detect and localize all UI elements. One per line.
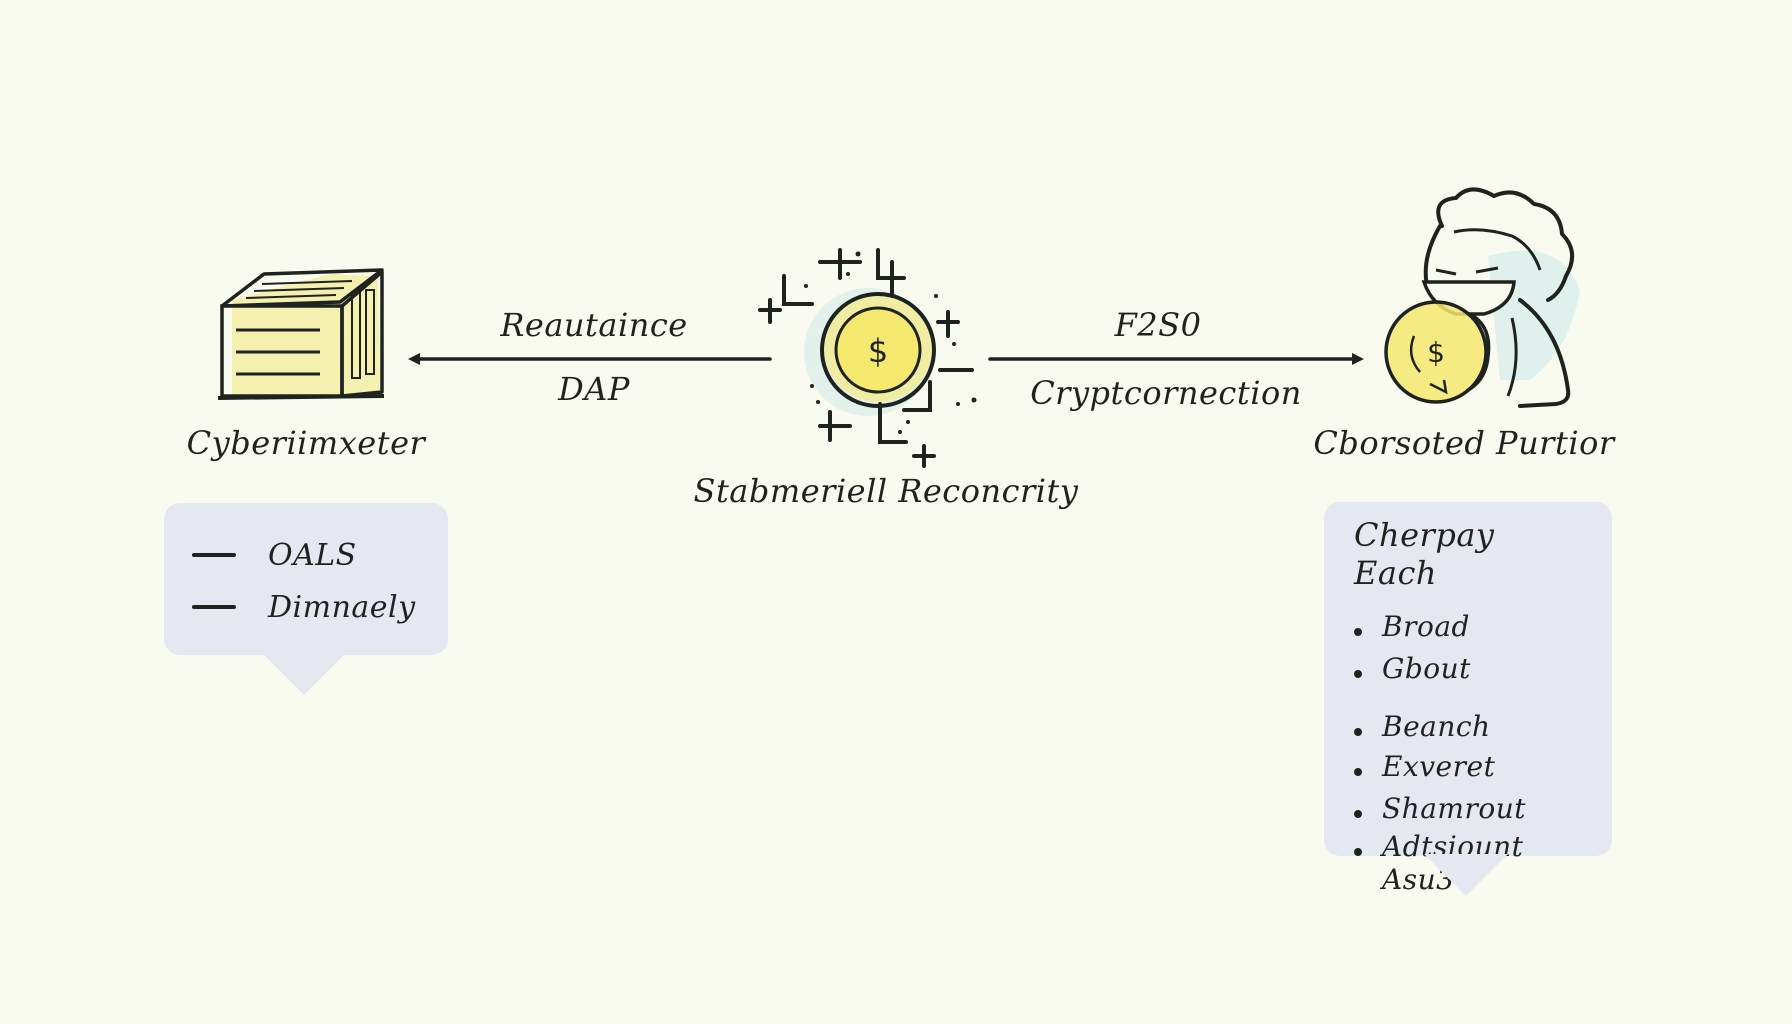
center-coin-symbol: $ <box>868 332 888 370</box>
list-item: Gbout <box>1354 652 1584 710</box>
list-item: Adtsiount Asu3 <box>1354 830 1584 896</box>
dash-icon <box>192 605 236 609</box>
right-note-list: Broad Gbout Beanch Exveret Shamrout Adts… <box>1354 610 1584 896</box>
right-coin-symbol: $ <box>1427 336 1445 369</box>
node-label-left: Cyberiimxeter <box>186 424 426 462</box>
left-arrowhead <box>408 353 420 365</box>
list-item: Broad <box>1354 610 1584 652</box>
left-note-item-text: OALS <box>268 537 357 573</box>
dash-icon <box>192 553 236 557</box>
list-item: Exveret <box>1354 750 1584 792</box>
edge-right-label-top: F2S0 <box>1114 306 1202 344</box>
left-note-item: OALS <box>192 529 420 581</box>
list-item: Shamrout <box>1354 792 1584 830</box>
node-label-center: Stabmeriell Reconcrity <box>693 472 1079 510</box>
left-note-item: Dimnaely <box>192 581 420 633</box>
left-note-item-text: Dimnaely <box>268 589 416 625</box>
right-note-bubble: Cherpay Each Broad Gbout Beanch Exveret … <box>1324 502 1612 896</box>
left-note-bubble: OALS Dimnaely <box>164 503 448 695</box>
edge-right-label-bottom: Cryptcornection <box>1030 374 1302 412</box>
right-note-title: Cherpay Each <box>1354 516 1495 592</box>
list-item: Beanch <box>1354 710 1584 750</box>
node-label-right: Cborsoted Purtior <box>1313 424 1615 462</box>
right-arrowhead <box>1352 353 1364 365</box>
edge-left-label-top: Reautaince <box>500 306 688 344</box>
edge-left-label-bottom: DAP <box>558 370 630 408</box>
